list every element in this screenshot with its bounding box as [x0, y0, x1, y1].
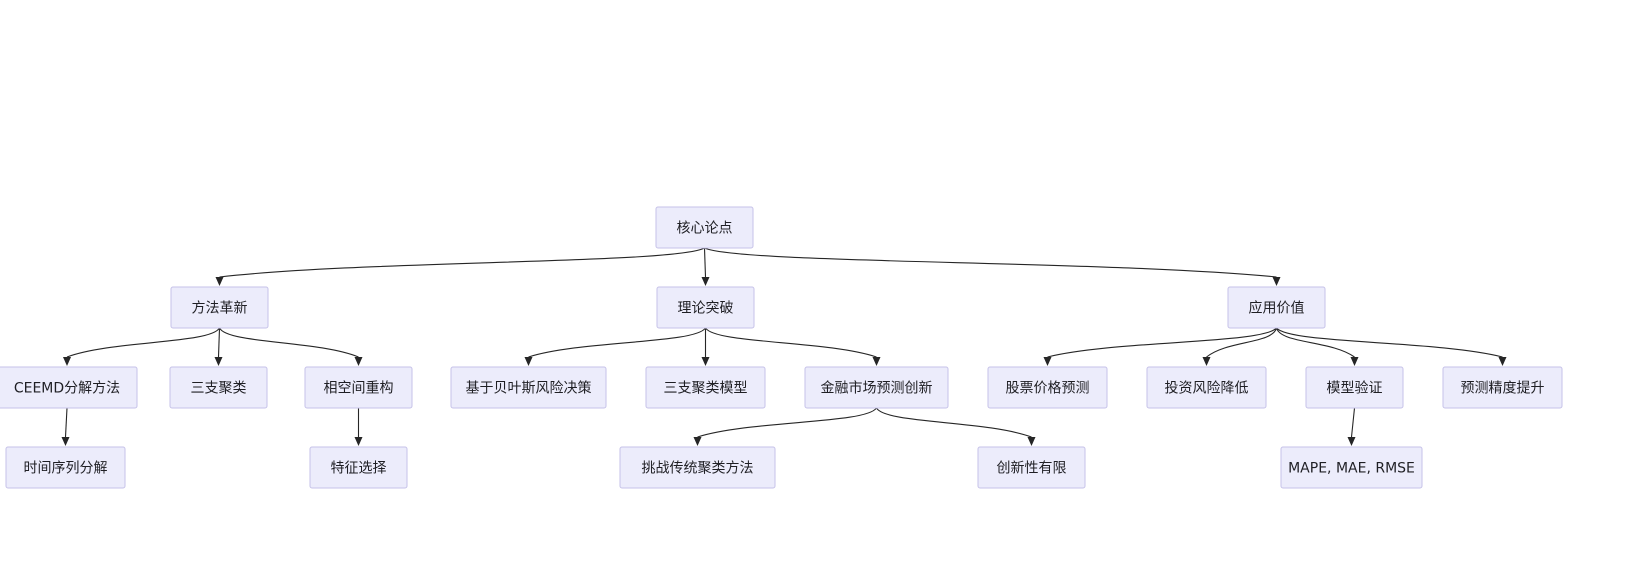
edge-n3-n11	[1202, 327, 1278, 366]
arrow-head-icon	[1350, 357, 1359, 366]
node-box[interactable]	[1280, 446, 1423, 489]
arrow-head-icon	[354, 437, 363, 446]
edge-line	[219, 247, 705, 278]
edge-n3-n10	[1043, 327, 1277, 366]
node-layer: 核心论点方法革新 理论突破 应用价值 CEEMD分解方法三支聚类相空间重构基于贝叶斯风…	[0, 206, 1563, 489]
node-n7[interactable]: 基于贝叶斯风险决策	[450, 366, 607, 409]
node-box[interactable]	[304, 366, 413, 409]
edge-n2-n9	[705, 327, 881, 366]
edge-line	[219, 327, 359, 358]
node-box[interactable]	[656, 286, 755, 329]
node-box[interactable]	[655, 206, 754, 249]
edge-n3-n13	[1276, 327, 1507, 366]
arrow-head-icon	[215, 277, 224, 286]
node-n16[interactable]: 挑战传统聚类方法	[619, 446, 776, 489]
arrow-head-icon	[1027, 437, 1036, 446]
edge-line	[528, 327, 706, 358]
edge-line	[66, 327, 220, 358]
edge-line	[1350, 407, 1356, 438]
node-n14[interactable]: 时间序列分解	[5, 446, 126, 489]
node-n11[interactable]: 投资风险降低	[1146, 366, 1267, 409]
edge-line	[1047, 327, 1277, 358]
edge-n2-n7	[524, 327, 706, 366]
arrow-head-icon	[872, 357, 881, 366]
arrow-head-icon	[1043, 357, 1052, 366]
arrow-head-icon	[693, 437, 702, 446]
edge-line	[1275, 327, 1355, 358]
arrow-head-icon	[214, 357, 223, 366]
node-n5[interactable]: 三支聚类	[169, 366, 268, 409]
arrow-head-icon	[1498, 357, 1507, 366]
node-n18[interactable]: MAPE, MAE, RMSE	[1280, 446, 1423, 489]
node-n0[interactable]: 核心论点	[655, 206, 754, 249]
node-n4[interactable]: CEEMD分解方法	[0, 366, 138, 409]
node-n6[interactable]: 相空间重构	[304, 366, 413, 409]
node-n9[interactable]: 金融市场预测创新	[804, 366, 949, 409]
node-box[interactable]	[1227, 286, 1326, 329]
node-box[interactable]	[1305, 366, 1404, 409]
node-box[interactable]	[5, 446, 126, 489]
edge-n4-n14	[61, 407, 70, 446]
edge-line	[217, 327, 221, 358]
node-n10[interactable]: 股票价格预测	[987, 366, 1108, 409]
edge-line	[697, 407, 877, 438]
arrow-head-icon	[1347, 437, 1356, 446]
node-box[interactable]	[1146, 366, 1267, 409]
edge-line	[705, 327, 877, 358]
edge-n2-n8	[701, 328, 710, 366]
edge-line	[876, 407, 1032, 438]
node-n3[interactable]: 应用价值	[1227, 286, 1326, 329]
edge-n0-n3	[704, 247, 1281, 286]
edge-line	[1206, 327, 1278, 358]
node-n17[interactable]: 创新性有限	[977, 446, 1086, 489]
node-n1[interactable]: 方法革新	[170, 286, 269, 329]
arrow-head-icon	[701, 357, 710, 366]
node-n13[interactable]: 预测精度提升	[1442, 366, 1563, 409]
edge-n12-n18	[1347, 407, 1356, 446]
node-box[interactable]	[169, 366, 268, 409]
arrow-head-icon	[1272, 277, 1281, 286]
node-box[interactable]	[0, 366, 138, 409]
edge-n3-n12	[1275, 327, 1359, 366]
node-box[interactable]	[309, 446, 408, 489]
arrow-head-icon	[701, 277, 710, 286]
arrow-head-icon	[1202, 357, 1211, 366]
edge-n6-n15	[354, 408, 363, 446]
node-box[interactable]	[987, 366, 1108, 409]
edge-n1-n6	[219, 327, 363, 366]
node-n2[interactable]: 理论突破	[656, 286, 755, 329]
arrow-head-icon	[354, 357, 363, 366]
edge-layer	[61, 247, 1507, 446]
node-box[interactable]	[1442, 366, 1563, 409]
node-n12[interactable]: 模型验证	[1305, 366, 1404, 409]
edge-line	[64, 407, 68, 438]
edge-n0-n2	[701, 247, 710, 286]
arrow-head-icon	[524, 357, 533, 366]
edge-n1-n4	[63, 327, 220, 366]
node-box[interactable]	[450, 366, 607, 409]
edge-n0-n1	[215, 247, 705, 286]
edge-n9-n17	[876, 407, 1036, 446]
node-box[interactable]	[170, 286, 269, 329]
node-box[interactable]	[645, 366, 766, 409]
node-box[interactable]	[619, 446, 776, 489]
edge-n9-n16	[693, 407, 877, 446]
node-n8[interactable]: 三支聚类模型	[645, 366, 766, 409]
arrow-head-icon	[63, 357, 71, 366]
edge-line	[1276, 327, 1503, 358]
edge-n1-n5	[214, 327, 223, 366]
edge-line	[704, 247, 1277, 278]
node-n15[interactable]: 特征选择	[309, 446, 408, 489]
arrow-head-icon	[61, 437, 70, 446]
node-box[interactable]	[804, 366, 949, 409]
node-box[interactable]	[977, 446, 1086, 489]
edge-line	[703, 247, 707, 278]
